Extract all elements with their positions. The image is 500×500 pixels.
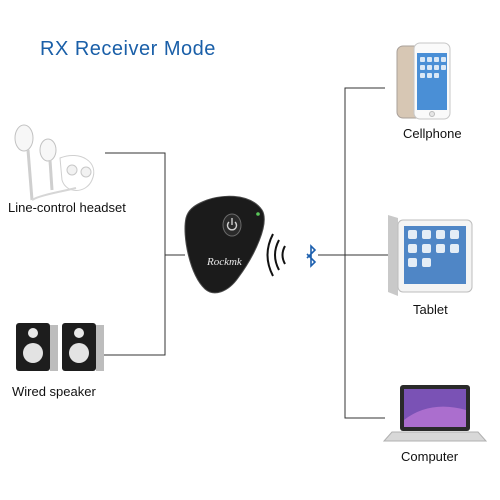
receiver-brand: Rockmk bbox=[206, 256, 243, 268]
signal-waves bbox=[266, 233, 286, 277]
smartphone-icon bbox=[396, 42, 451, 120]
power-icon bbox=[226, 218, 238, 231]
tablet-label: Tablet bbox=[413, 302, 448, 317]
receiver-device: Rockmk bbox=[184, 195, 265, 294]
speaker-icon bbox=[16, 323, 104, 371]
bluetooth-icon bbox=[306, 244, 317, 268]
cellphone-label: Cellphone bbox=[403, 126, 462, 141]
headset-connector bbox=[100, 152, 166, 356]
laptop-icon bbox=[382, 385, 488, 442]
right-bus bbox=[344, 87, 385, 419]
headset-label: Line-control headset bbox=[8, 200, 126, 215]
diagram-title: RX Receiver Mode bbox=[40, 38, 216, 60]
earphones-icon bbox=[14, 124, 95, 201]
tablet-icon bbox=[388, 215, 473, 296]
speaker-label: Wired speaker bbox=[12, 384, 96, 399]
connector-lines bbox=[100, 87, 390, 419]
computer-label: Computer bbox=[401, 449, 459, 464]
